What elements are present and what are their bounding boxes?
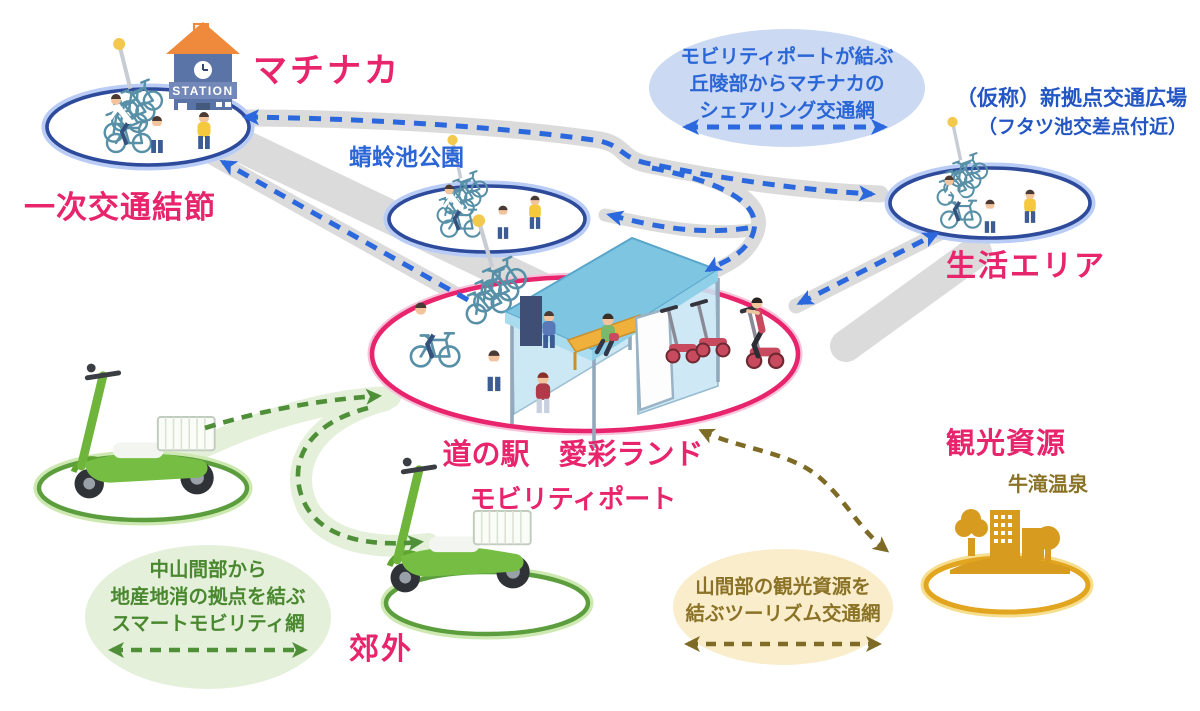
center-port-line1: 道の駅 愛彩ランド [442, 439, 704, 471]
center-port-line2: モビリティポート [469, 484, 677, 514]
station-sign-text: STATION [172, 84, 233, 98]
smart-bubble-text: 中山間部から 地産地消の拠点を結ぶ スマートモビリティ網 [88, 557, 328, 638]
center-port-scene [411, 206, 783, 448]
blue-arrows [219, 109, 940, 306]
tourism-trees-icon [950, 509, 1070, 574]
sharing-line2: 丘陵部からマチナカの [689, 72, 885, 95]
park-label: 蜻蛉池公園 [349, 144, 464, 170]
arrow-leftscooter-to-center [204, 388, 382, 431]
new-hub-line2: （フタツ池交差点付近） [977, 117, 1187, 139]
sharing-line1: モビリティポートが結ぶ [680, 46, 894, 68]
tourism-bubble-text: 山間部の観光資源を 結ぶツーリズム交通網 [668, 574, 898, 628]
new-hub-label: （仮称）新拠点交通広場 （フタツ池交差点付近） [925, 84, 1187, 142]
olive-arrows [684, 428, 890, 652]
tourism-line2: 結ぶツーリズム交通網 [685, 602, 881, 625]
arrow-top-road [242, 109, 876, 202]
seikatsu-label: 生活エリア [946, 250, 1106, 283]
smart-line3: スマートモビリティ網 [111, 612, 305, 635]
bench-sitter-icon [594, 313, 619, 357]
arrow-loop-to-park [606, 210, 749, 234]
arrow-loop-to-center [651, 165, 758, 273]
suburb-label: 郊外 [349, 633, 413, 666]
arrow-center-to-onsen [698, 428, 890, 553]
green-scooter-icon [74, 364, 215, 499]
tourism-label: 観光資源 [946, 428, 1067, 460]
smart-line1: 中山間部から [149, 559, 267, 581]
station-icon: STATION [166, 22, 240, 110]
arrow-seikatsu-center [796, 231, 940, 306]
kiosk-icon [520, 296, 542, 346]
green-arrows [108, 388, 424, 658]
machinaka-label: マチナカ [253, 52, 401, 90]
sharing-bubble-text: モビリティポートが結ぶ 丘陵部からマチナカの シェアリング交通網 [647, 44, 927, 125]
tourism-line1: 山間部の観光資源を [695, 576, 871, 598]
arrow-loop-to-suburb [295, 405, 424, 552]
red-scooter-rider-icon [742, 297, 783, 368]
sharing-line3: シェアリング交通網 [699, 99, 875, 122]
onsen-label: 牛滝温泉 [1008, 474, 1088, 496]
primary-node-label: 一次交通結節 [24, 190, 216, 225]
smart-line2: 地産地消の拠点を結ぶ [110, 585, 306, 608]
center-port-label: 道の駅 愛彩ランド モビリティポート [408, 431, 738, 516]
new-hub-line1: （仮称）新拠点交通広場 [956, 87, 1187, 110]
arrow-center-to-machinaka [219, 159, 470, 303]
